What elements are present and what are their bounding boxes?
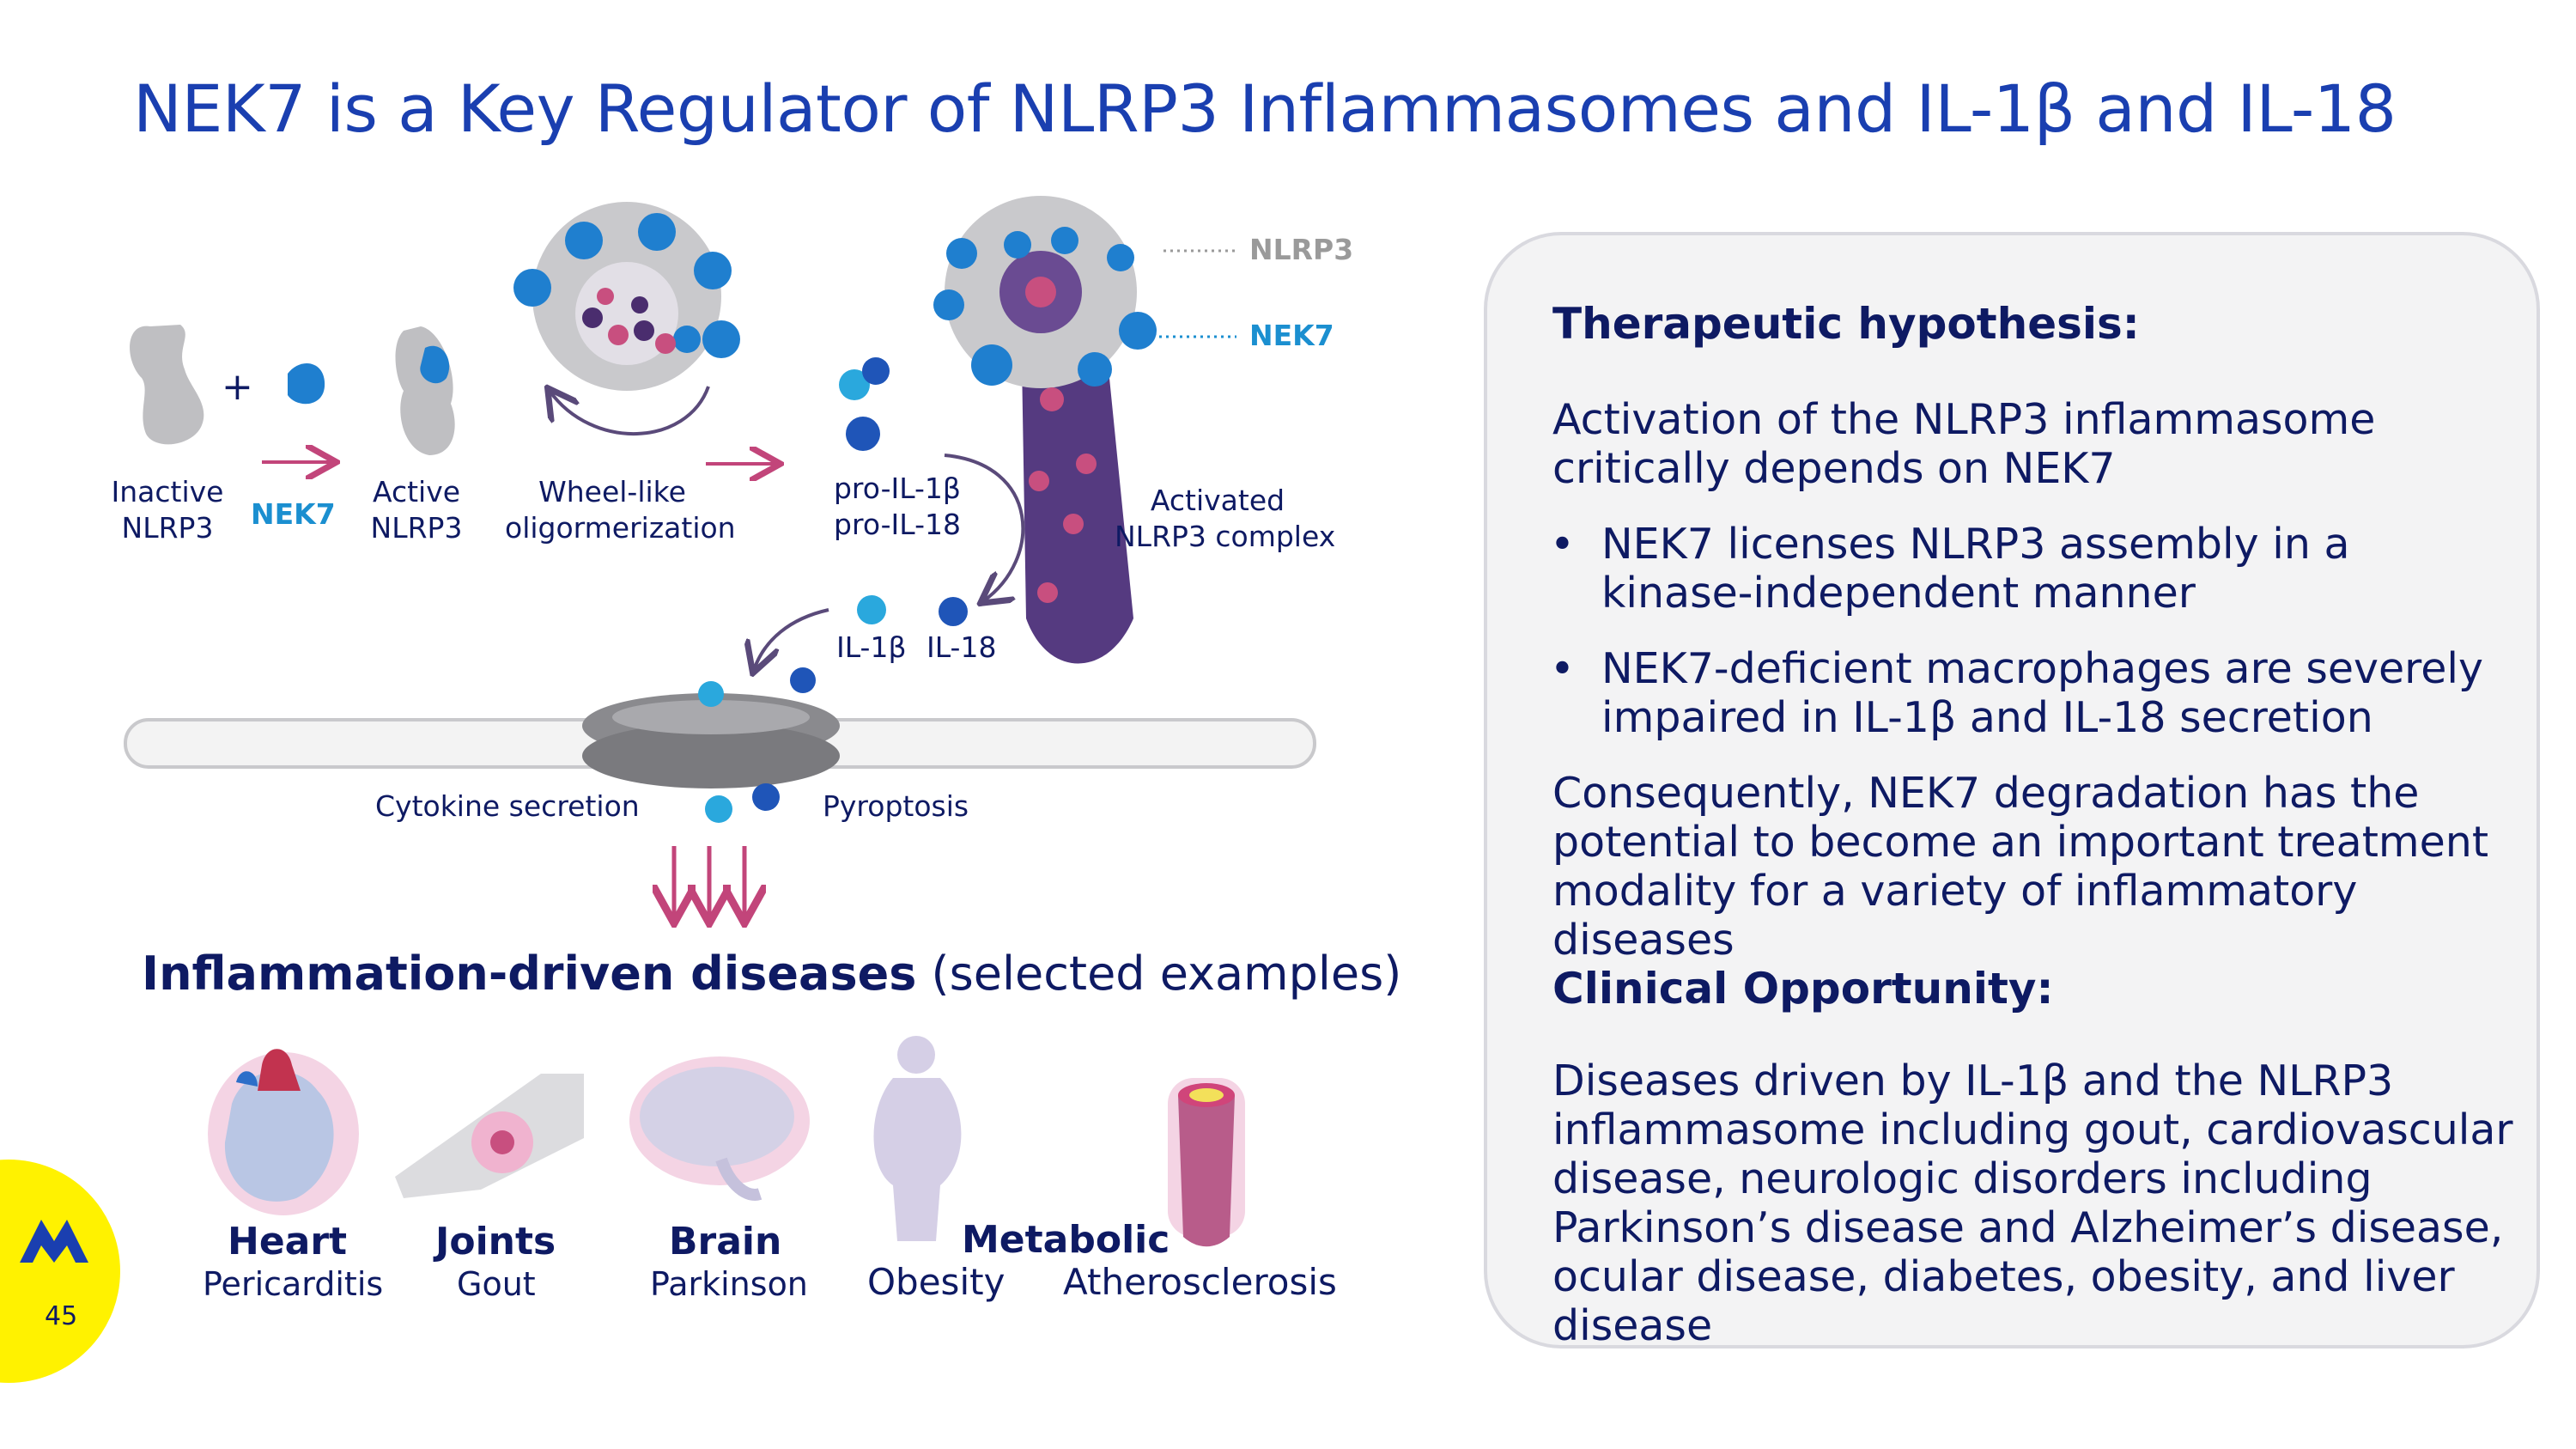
gasdermin-pore xyxy=(582,693,840,788)
heart-icon xyxy=(208,1049,359,1215)
disease-joints-name: Joints xyxy=(435,1220,556,1263)
diseases-heading: Inflammation-driven diseases (selected e… xyxy=(142,947,1402,1001)
panel-para-diseases: Diseases driven by IL-1β and the NLRP3 i… xyxy=(1552,1056,2513,1350)
disease-heart-name: Heart xyxy=(228,1220,348,1263)
il1b-shape xyxy=(857,595,886,624)
panel-para-activation: Activation of the NLRP3 inflammasome cri… xyxy=(1552,395,2376,493)
disease-brain-sub: Parkinson xyxy=(650,1265,808,1303)
nek7-shape xyxy=(288,363,325,405)
disease-joints-sub: Gout xyxy=(457,1265,536,1303)
disease-heart-sub: Pericarditis xyxy=(203,1265,384,1303)
plus-sign: + xyxy=(222,365,253,409)
activated-nlrp3-complex xyxy=(933,196,1157,664)
label-nek7-arrow: NEK7 xyxy=(251,497,336,531)
secreting-il18-shape xyxy=(790,667,816,693)
oligomer-cycle-arrow xyxy=(550,387,710,436)
panel-bullet-licenses: •NEK7 licenses NLRP3 assembly in a kinas… xyxy=(1550,520,2350,618)
disease-obesity-sub: Obesity xyxy=(867,1261,1005,1303)
disease-atherosclerosis-sub: Atherosclerosis xyxy=(1063,1261,1337,1303)
disease-brain-name: Brain xyxy=(669,1220,782,1263)
artery-icon xyxy=(1168,1078,1245,1247)
disease-metabolic-name: Metabolic xyxy=(962,1218,1170,1262)
page-number: 45 xyxy=(45,1301,78,1331)
pro-il18-shape xyxy=(862,357,890,385)
panel-bullet-deficient: •NEK7-deficient macrophages are severely… xyxy=(1550,644,2484,742)
il18-shape xyxy=(939,597,968,626)
label-il18: IL-18 xyxy=(927,630,997,664)
wheel-oligomer xyxy=(513,202,740,391)
page-title: NEK7 is a Key Regulator of NLRP3 Inflamm… xyxy=(133,70,2397,147)
disease-illustrations xyxy=(208,1036,1245,1247)
panel-heading-hypothesis: Therapeutic hypothesis: xyxy=(1552,299,2140,349)
legend-nek7: NEK7 xyxy=(1249,319,1334,352)
label-pyroptosis: Pyroptosis xyxy=(823,789,969,823)
bullet-dot: • xyxy=(1550,644,1575,693)
nlrp3-pathway-diagram xyxy=(124,196,1316,1074)
pro-il18-shape-2 xyxy=(846,417,880,451)
joints-icon xyxy=(395,1074,584,1198)
bullet-dot: • xyxy=(1550,520,1575,569)
label-cytokine-secretion: Cytokine secretion xyxy=(375,789,640,823)
company-logo-icon xyxy=(20,1220,88,1263)
obesity-icon xyxy=(873,1036,962,1241)
pro-il1b-shape xyxy=(839,369,870,400)
label-il1b: IL-1β xyxy=(836,630,907,664)
cleavage-arrow xyxy=(944,454,1025,601)
released-il18-shape xyxy=(752,783,780,811)
secretion-arrow xyxy=(754,608,829,670)
released-il1b-shape xyxy=(705,795,732,823)
therapeutic-panel xyxy=(1484,232,2540,1349)
secreting-il1b-shape xyxy=(698,681,724,707)
inactive-nlrp3-shape xyxy=(130,325,204,445)
brain-icon xyxy=(629,1056,810,1201)
panel-para-consequently: Consequently, NEK7 degradation has the p… xyxy=(1552,769,2489,965)
legend-nlrp3: NLRP3 xyxy=(1249,233,1354,266)
nek7-bound-shape xyxy=(420,345,450,384)
panel-heading-clinical: Clinical Opportunity: xyxy=(1552,964,2054,1014)
